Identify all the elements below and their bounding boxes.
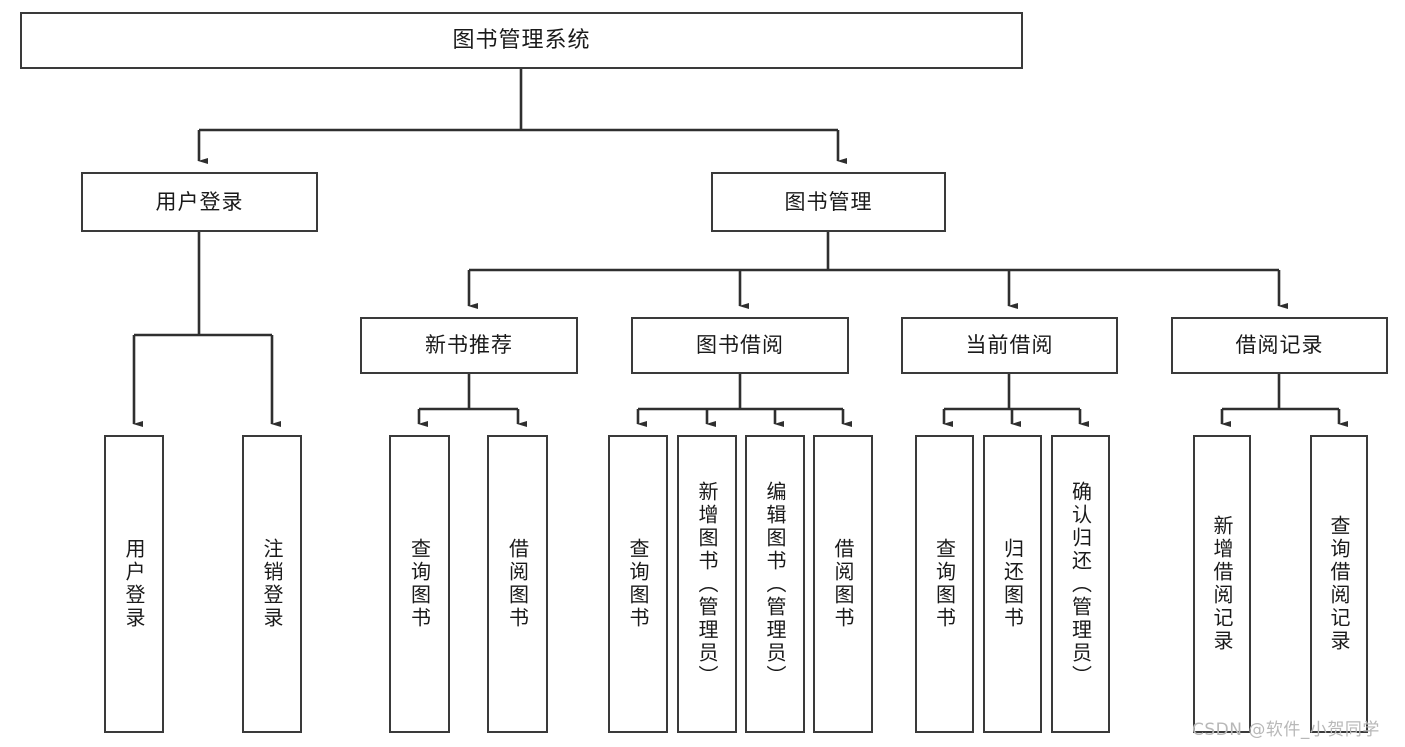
node-label: 归还图书	[1000, 538, 1025, 630]
node-label: 图书管理	[784, 189, 873, 214]
node-label: 新书推荐	[425, 333, 513, 358]
node-label: 注销登录	[260, 538, 284, 630]
node-leaf-query-book-newbook[interactable]: 查询图书	[389, 435, 450, 733]
node-leaf-query-borrow-record[interactable]: 查询借阅记录	[1310, 435, 1368, 733]
node-book-management[interactable]: 图书管理	[711, 172, 946, 232]
node-label: 用户登录	[155, 189, 244, 214]
node-leaf-add-borrow-record[interactable]: 新增借阅记录	[1193, 435, 1251, 733]
node-label: 新增借阅记录	[1210, 515, 1234, 653]
node-leaf-logout[interactable]: 注销登录	[242, 435, 302, 733]
node-leaf-add-book-admin[interactable]: 新增图书（管理员）	[677, 435, 737, 733]
node-label: 确认归还（管理员）	[1068, 480, 1093, 688]
node-user-login[interactable]: 用户登录	[81, 172, 318, 232]
node-label: 借阅记录	[1235, 333, 1324, 358]
node-leaf-user-login[interactable]: 用户登录	[104, 435, 164, 733]
node-book-borrow[interactable]: 图书借阅	[631, 317, 849, 374]
node-label: 借阅图书	[831, 538, 855, 630]
node-label: 查询图书	[407, 538, 432, 630]
node-label: 查询图书	[626, 538, 650, 630]
node-label: 用户登录	[122, 538, 146, 630]
csdn-watermark: CSDN @软件_小贺同学	[1192, 720, 1380, 740]
node-label: 借阅图书	[505, 538, 530, 630]
node-leaf-edit-book-admin[interactable]: 编辑图书（管理员）	[745, 435, 805, 733]
node-label: 查询借阅记录	[1327, 515, 1351, 653]
node-leaf-query-book-current[interactable]: 查询图书	[915, 435, 974, 733]
node-leaf-confirm-return-admin[interactable]: 确认归还（管理员）	[1051, 435, 1110, 733]
node-leaf-query-book-borrow[interactable]: 查询图书	[608, 435, 668, 733]
node-leaf-borrow-book-newbook[interactable]: 借阅图书	[487, 435, 548, 733]
node-label: 图书管理系统	[452, 27, 591, 53]
node-label: 编辑图书（管理员）	[763, 480, 787, 688]
node-root-system[interactable]: 图书管理系统	[20, 12, 1023, 69]
node-leaf-borrow-book[interactable]: 借阅图书	[813, 435, 873, 733]
node-leaf-return-book[interactable]: 归还图书	[983, 435, 1042, 733]
node-borrow-record[interactable]: 借阅记录	[1171, 317, 1388, 374]
node-label: 当前借阅	[965, 333, 1054, 358]
node-label: 新增图书（管理员）	[695, 480, 719, 688]
node-new-book-recommend[interactable]: 新书推荐	[360, 317, 578, 374]
node-label: 查询图书	[932, 538, 957, 630]
node-label: 图书借阅	[696, 333, 784, 358]
node-current-borrow[interactable]: 当前借阅	[901, 317, 1118, 374]
